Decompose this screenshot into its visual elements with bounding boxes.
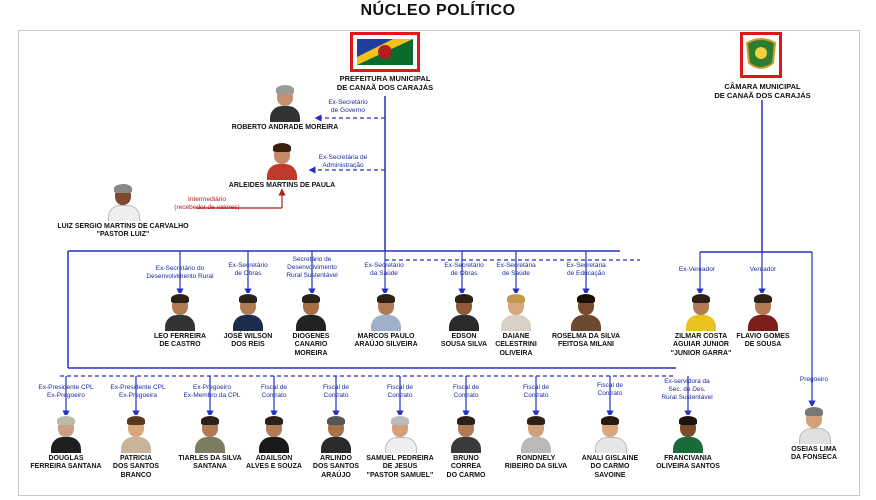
role-oseias: Pregoeiro (799, 376, 829, 383)
person-card-zilmar: ZILMAR COSTA AGUIAR JUNIOR "JUNIOR GARRA… (664, 293, 738, 358)
person-card-douglas: DOUGLAS FERREIRA SANTANA (26, 415, 106, 472)
person-photo (684, 293, 718, 331)
person-card-roselma: ROSELMA DA SILVA FEITOSA MILANI (546, 293, 626, 350)
diagram-frame (18, 30, 860, 496)
person-card-adailson: ADAILSON ALVES E SOUZA (240, 415, 308, 472)
person-photo (319, 415, 353, 453)
person-photo (106, 183, 140, 221)
person-photo (268, 84, 302, 122)
person-photo (257, 415, 291, 453)
role-zilmar: Ex-Vereador (678, 266, 716, 273)
person-card-patricia: PATRICIA DOS SANTOS BRANCO (100, 415, 172, 480)
person-photo (797, 406, 831, 444)
person-card-tiarles: TIARLES DA SILVA SANTANA (172, 415, 248, 472)
page-title: NÚCLEO POLÍTICO (360, 2, 516, 19)
person-photo (294, 293, 328, 331)
person-photo (119, 415, 153, 453)
person-photo (569, 293, 603, 331)
person-card-anali: ANALI GISLAINE DO CARMO SAVOINE (570, 415, 650, 480)
person-photo (369, 293, 403, 331)
prefeitura-flag-logo (350, 32, 420, 72)
person-photo (163, 293, 197, 331)
person-photo (671, 415, 705, 453)
role-flavio: Vereador (749, 266, 777, 273)
person-photo (231, 293, 265, 331)
person-card-marcos-paulo: MARCOS PAULO ARAÚJO SILVEIRA (346, 293, 426, 350)
person-photo (519, 415, 553, 453)
person-photo (593, 415, 627, 453)
role-luiz: Intermediário(recebedor de valores) (174, 196, 240, 212)
person-card-luiz: LUIZ SERGIO MARTINS DE CARVALHO "PASTOR … (48, 183, 198, 240)
person-photo (383, 415, 417, 453)
person-card-roberto: ROBERTO ANDRADE MOREIRA (230, 84, 340, 132)
person-photo (746, 293, 780, 331)
person-photo (447, 293, 481, 331)
person-card-arlindo: ARLINDO DOS SANTOS ARAÚJO (302, 415, 370, 480)
person-card-francivania: FRANCIVANIA OLIVEIRA SANTOS (646, 415, 730, 472)
person-card-leo: LEO FERREIRA DE CASTRO (140, 293, 220, 350)
person-card-daiane: DAIANE CELESTRINI OLIVEIRA (484, 293, 548, 358)
person-photo (449, 415, 483, 453)
person-card-bruno: BRUNO CORREA DO CARMO (432, 415, 500, 480)
person-card-flavio: FLAVIO GOMES DE SOUSA (728, 293, 798, 350)
person-card-samuel: SAMUEL PEDREIRA DE JESUS "PASTOR SAMUEL" (360, 415, 440, 480)
person-photo (265, 142, 299, 180)
person-card-rondnely: RONDNELY RIBEIRO DA SILVA (496, 415, 576, 472)
person-photo (499, 293, 533, 331)
person-card-edson: EDSON SOUSA SILVA (430, 293, 498, 350)
camara-seal-logo (740, 32, 782, 78)
person-card-jose-wilson: JOSÉ WILSON DOS REIS (218, 293, 278, 350)
person-card-arleides: ARLEIDES MARTINS DE PAULA (222, 142, 342, 190)
person-photo (193, 415, 227, 453)
person-card-diogenes: DIOGENES CANARIO MOREIRA (278, 293, 344, 358)
person-photo (49, 415, 83, 453)
person-card-oseias: OSEIAS LIMA DA FONSECA (780, 406, 848, 463)
